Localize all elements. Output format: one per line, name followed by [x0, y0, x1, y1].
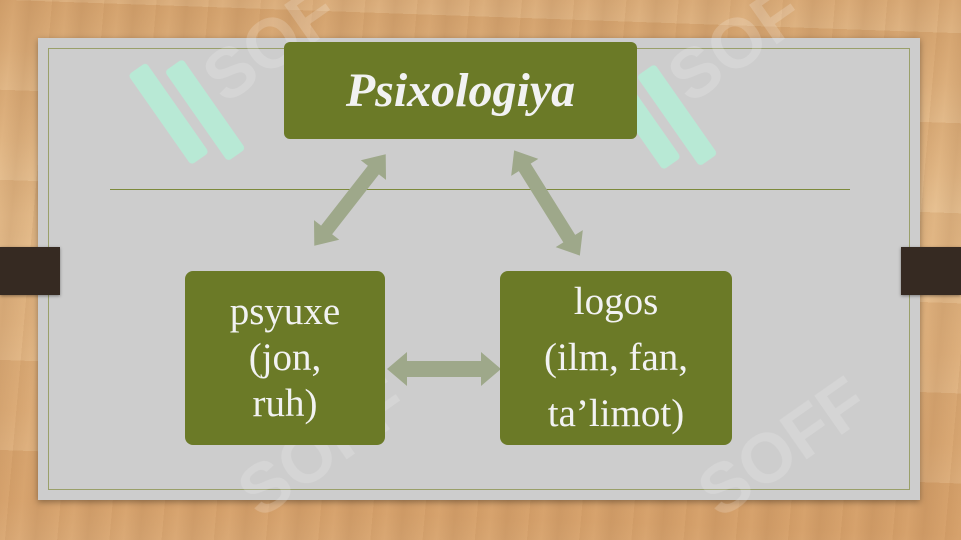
- logos-node: logos (ilm, fan, ta’limot): [500, 271, 732, 445]
- psyuxe-line-1: psyuxe: [229, 290, 341, 333]
- logos-line-1: logos: [573, 280, 659, 323]
- psyuxe-line-3: ruh): [252, 382, 318, 425]
- double-arrow-icon: [313, 150, 583, 386]
- logos-line-3: ta’limot): [547, 392, 685, 435]
- divider-line: [110, 189, 850, 190]
- left-clip: [0, 247, 60, 295]
- psyuxe-line-2: (jon,: [248, 336, 322, 379]
- logos-line-2: (ilm, fan,: [543, 336, 689, 379]
- psyuxe-node: psyuxe (jon, ruh): [185, 271, 385, 445]
- title-text: Psixologiya: [345, 64, 576, 117]
- right-clip: [901, 247, 961, 295]
- title-node: Psixologiya: [284, 42, 637, 139]
